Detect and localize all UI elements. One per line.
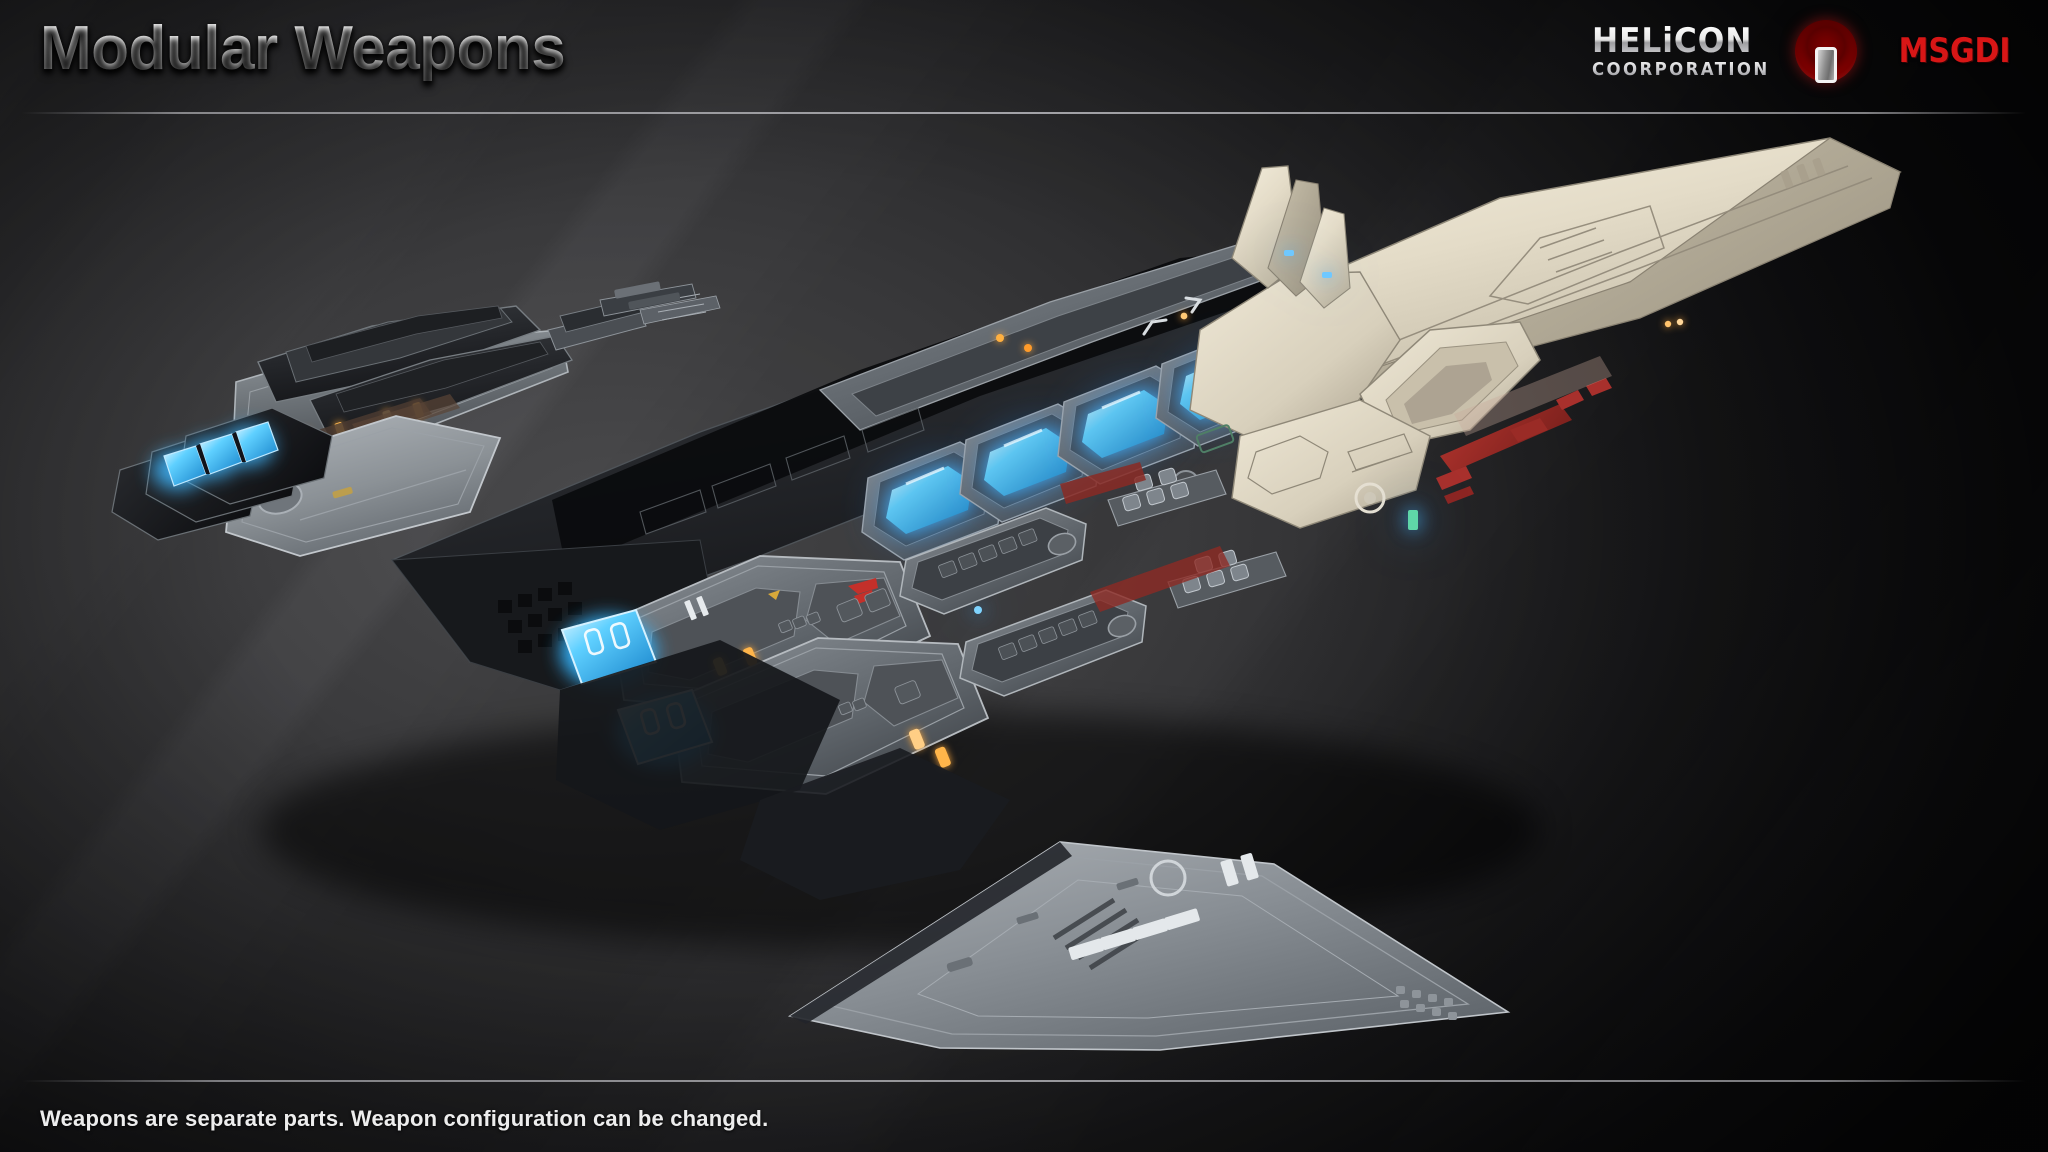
gun-barrel-array [547,281,721,351]
page-footer: Weapons are separate parts. Weapon confi… [0,1080,2048,1152]
helicon-logo: HELiCON COORPORATION [1592,20,1857,84]
helicon-name: HELiCON [1591,20,1753,61]
emblem-inner-shape [1814,47,1837,84]
helicon-subtitle: COORPORATION [1591,58,1770,80]
helicon-emblem-icon [1794,20,1857,84]
nose-cone [1172,137,1902,530]
footer-caption: Weapons are separate parts. Weapon confi… [40,1106,769,1131]
header-divider [22,112,2026,114]
helicon-wordmark: HELiCON COORPORATION [1592,24,1785,79]
page-title: Modular Weapons [40,14,566,83]
footer-divider [22,1080,2026,1082]
page-header: Modular Weapons HELiCON COORPORATION MSG… [0,0,2048,114]
msgdi-logo: MSGDI [1898,31,2011,71]
logo-group: HELiCON COORPORATION MSGDI [1592,8,2018,94]
